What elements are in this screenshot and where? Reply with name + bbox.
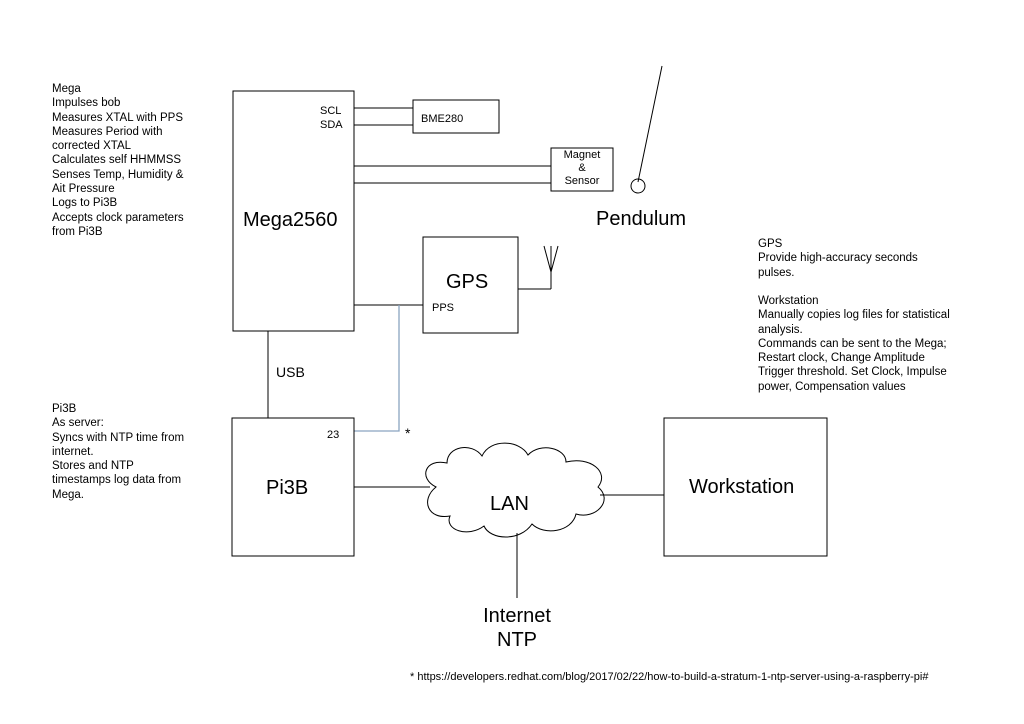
magnet-label-line2: & xyxy=(578,162,586,174)
mega-note-line: Senses Temp, Humidity & xyxy=(52,168,184,181)
sda-label: SDA xyxy=(320,119,343,131)
pi3b-note-line: Syncs with NTP time from xyxy=(52,431,185,444)
mega-note-line: Measures XTAL with PPS xyxy=(52,111,184,124)
pi3b-note-line: Mega. xyxy=(52,488,84,501)
workstation-note-line: power, Compensation values xyxy=(758,380,906,393)
antenna-right xyxy=(550,245,559,273)
pendulum-bob xyxy=(630,178,646,194)
workstation-note-line: Trigger threshold. Set Clock, Impulse xyxy=(758,366,947,379)
internet-label-line2: NTP xyxy=(497,629,537,651)
pendulum-label: Pendulum xyxy=(596,208,686,230)
workstation-note-line: Workstation xyxy=(758,295,819,307)
lan-label: LAN xyxy=(490,493,529,515)
mega2560-label: Mega2560 xyxy=(243,209,338,231)
antenna-left xyxy=(543,245,552,273)
mega-note-line: Accepts clock parameters xyxy=(52,211,184,224)
footnote: * https://developers.redhat.com/blog/201… xyxy=(410,671,929,683)
mega-note-line: Measures Period with xyxy=(52,125,163,138)
workstation-note-line: Commands can be sent to the Mega; xyxy=(758,337,947,350)
workstation-note-line: Manually copies log files for statistica… xyxy=(758,309,950,322)
mega-note-line: corrected XTAL xyxy=(52,140,132,153)
scl-label: SCL xyxy=(320,105,341,117)
workstation-note-line: analysis. xyxy=(758,323,803,336)
asterisk-mark: * xyxy=(405,425,411,441)
mega2560-box xyxy=(232,90,355,332)
magnet-sensor-box xyxy=(550,147,614,192)
gps-note-line: GPS xyxy=(758,238,783,250)
workstation-box xyxy=(663,417,828,557)
magnet-label-line3: Sensor xyxy=(565,175,600,187)
bme280-box xyxy=(412,99,500,134)
mega-note-line: from Pi3B xyxy=(52,225,103,238)
pendulum-rod xyxy=(637,65,663,183)
gps-box xyxy=(422,236,519,334)
pi3b-note-line: internet. xyxy=(52,445,94,458)
mega-note-line: Logs to Pi3B xyxy=(52,197,118,210)
mega-note-line: Ait Pressure xyxy=(52,183,115,196)
gps-note-line: pulses. xyxy=(758,266,795,279)
gps-label: GPS xyxy=(446,271,488,293)
pi3b-note-line: timestamps log data from xyxy=(52,474,182,487)
internet-label-line1: Internet xyxy=(483,605,551,627)
workstation-label: Workstation xyxy=(689,476,794,498)
pi3b-note-line: Pi3B xyxy=(52,403,77,415)
bme280-label: BME280 xyxy=(421,113,463,125)
pin23-label: 23 xyxy=(327,429,339,441)
workstation-note-line: Restart clock, Change Amplitude xyxy=(758,352,925,365)
magnet-label-line1: Magnet xyxy=(564,149,601,161)
gps-note-line: Provide high-accuracy seconds xyxy=(758,252,918,265)
usb-label: USB xyxy=(276,364,305,380)
pi3b-note-line: As server: xyxy=(52,417,104,430)
pps-wire-pi xyxy=(354,305,400,432)
pi3b-note-line: Stores and NTP xyxy=(52,460,134,473)
mega-note-line: Mega xyxy=(52,83,81,95)
mega-note-line: Impulses bob xyxy=(52,97,121,110)
pps-label: PPS xyxy=(432,302,454,314)
pi3b-label: Pi3B xyxy=(266,477,308,499)
mega-note-line: Calculates self HHMMSS xyxy=(52,154,182,167)
lan-cloud xyxy=(425,442,605,538)
